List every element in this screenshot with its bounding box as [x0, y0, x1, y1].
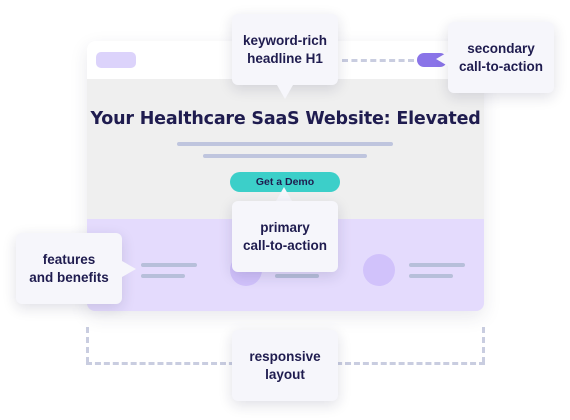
callout-features-benefits-pointer: [122, 261, 136, 277]
feature-text-line: [141, 274, 185, 278]
callout-primary-cta-text: primary call-to-action: [242, 219, 327, 253]
responsive-bracket-left: [86, 327, 89, 363]
get-a-demo-button[interactable]: Get a Demo: [230, 172, 340, 192]
callout-primary-cta-pointer: [276, 187, 292, 201]
callout-headline-h1-text: keyword-rich headline H1: [242, 32, 328, 66]
responsive-bracket-right: [482, 327, 485, 363]
callout-features-benefits-text: features and benefits: [29, 251, 109, 285]
subheadline-line-2: [203, 154, 367, 158]
callout-secondary-cta: secondary call-to-action: [448, 22, 554, 93]
feature-text-line: [141, 263, 197, 267]
subheadline-line-1: [177, 142, 393, 146]
callout-primary-cta: primary call-to-action: [232, 201, 338, 272]
feature-icon-placeholder: [363, 254, 395, 286]
nav-link-placeholders: [342, 59, 414, 62]
callout-responsive-layout: responsive layout: [232, 330, 338, 401]
logo-placeholder: [96, 52, 136, 68]
page-headline: Your Healthcare SaaS Website: Elevated: [90, 109, 481, 129]
feature-text-line: [275, 274, 319, 278]
feature-text-line: [409, 263, 465, 267]
callout-responsive-layout-text: responsive layout: [249, 348, 321, 382]
callout-headline-h1-pointer: [277, 85, 293, 99]
feature-text-line: [409, 274, 453, 278]
callout-features-benefits: features and benefits: [16, 233, 122, 304]
callout-secondary-cta-text: secondary call-to-action: [458, 40, 543, 74]
callout-headline-h1: keyword-rich headline H1: [232, 14, 338, 85]
callout-secondary-cta-pointer: [436, 52, 448, 66]
